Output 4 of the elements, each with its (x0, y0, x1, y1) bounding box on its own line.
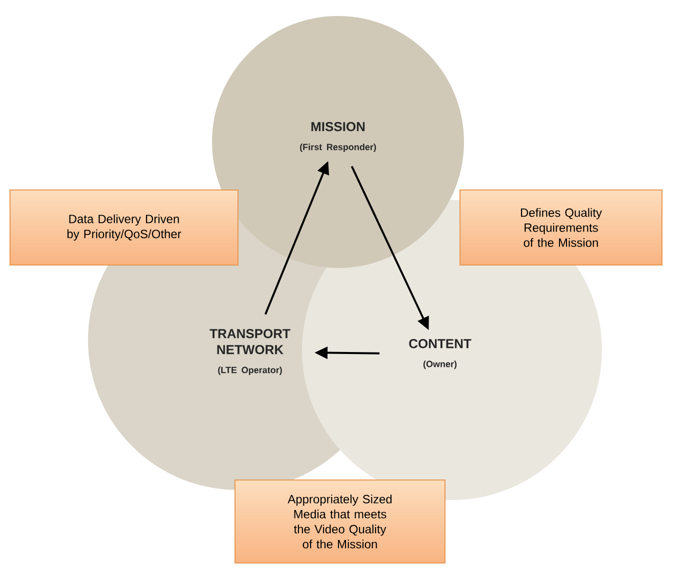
text-box: Data Delivery Driven by Priority/QoS/Other (10, 190, 238, 266)
circle-node: MISSION (First Responder) (212, 16, 464, 268)
text-box: Appropriately Sized Media that meets the Video Quality of the Mission (234, 480, 446, 564)
text-box: Defines Quality Requirements of the Mission (460, 190, 662, 266)
